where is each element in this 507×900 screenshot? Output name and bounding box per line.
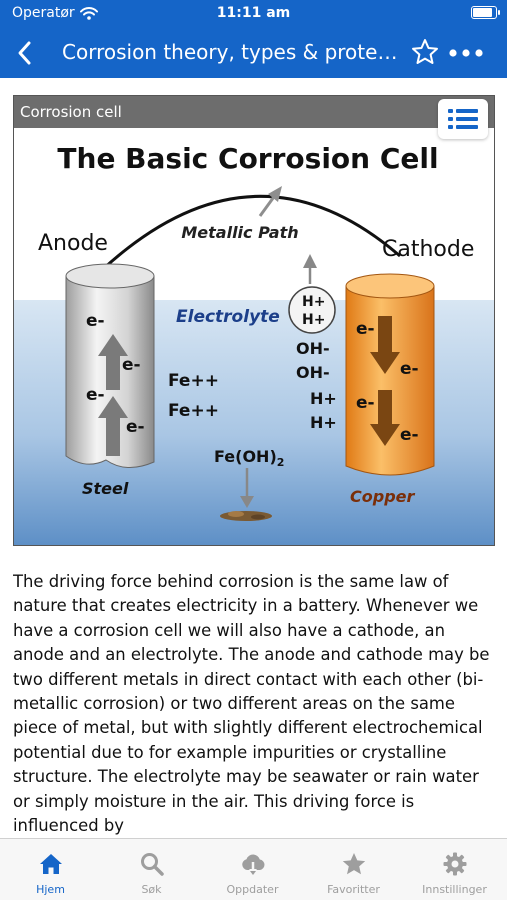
electron-flow-arrow [98,334,128,390]
hydrogen-ion-label: H+ [310,413,337,432]
tab-home[interactable]: Hjem [0,839,101,900]
anode-label: Anode [38,231,108,256]
electron-label: e- [400,425,419,445]
tab-label: Innstillinger [422,883,487,896]
precipitate-label: Fe(OH)2 [214,447,284,469]
tab-settings[interactable]: Innstillinger [404,839,505,900]
tab-label: Søk [141,883,162,896]
metallic-path-arrowhead [268,186,282,202]
article-body-text: The driving force behind corrosion is th… [13,572,490,836]
electron-flow-arrow [370,316,400,374]
precipitate-arrowhead [240,496,254,508]
navigation-bar: Corrosion theory, types & protec... [0,28,507,78]
electron-label: e- [356,319,375,339]
copper-label: Copper [350,487,415,506]
figure-caption: Corrosion cell [20,103,122,121]
tab-bar: Hjem Søk Oppdater Favoritter [0,838,507,900]
precipitate-formula: Fe(OH) [214,447,277,466]
page-title: Corrosion theory, types & protec... [62,40,402,64]
tab-search[interactable]: Søk [101,839,202,900]
star-icon [342,853,366,875]
status-bar: Operatør 11:11 am [0,0,507,28]
electron-flow-arrow [98,396,128,456]
hydrogen-ion-label: H+ [302,294,325,310]
iron-ion-label: Fe++ [168,371,219,391]
iron-ion-label: Fe++ [168,401,219,421]
corrosion-cell-diagram: The Basic Corrosion Cell Metallic Path A… [14,142,494,545]
battery-icon [471,6,500,19]
tab-label: Favoritter [327,883,380,896]
precipitate-subscript: 2 [277,456,285,469]
search-icon [141,853,164,876]
electron-label: e- [122,355,141,375]
cathode-label: Cathode [382,237,474,262]
hydrogen-ion-label: H+ [302,312,325,328]
tab-update[interactable]: Oppdater [202,839,303,900]
electron-label: e- [86,385,105,405]
cloud-download-icon [242,854,265,875]
electron-label: e- [86,311,105,331]
steel-label: Steel [82,479,129,498]
rust-deposit [220,511,272,521]
electrolyte-label: Electrolyte [176,307,280,327]
wifi-icon [79,6,98,20]
figure-caption-bar: Corrosion cell [14,96,494,128]
favorite-star-icon[interactable] [410,37,440,67]
table-of-contents-button[interactable] [438,99,488,139]
gear-icon [443,852,467,876]
carrier-label: Operatør [12,5,75,21]
diagram-title: The Basic Corrosion Cell [57,142,438,175]
tab-label: Oppdater [226,883,279,896]
electron-label: e- [356,393,375,413]
status-left: Operatør [12,5,98,21]
back-chevron-icon[interactable] [10,38,40,68]
figure-corrosion-cell: Corrosion cell [13,95,495,546]
hydroxide-label: OH- [296,339,330,358]
metallic-path-label: Metallic Path [181,223,298,242]
tab-favorites[interactable]: Favoritter [303,839,404,900]
electron-flow-arrow [370,390,400,446]
battery-fill [473,8,492,17]
metallic-path-arc [100,194,401,272]
more-options-icon[interactable] [448,40,484,66]
status-time: 11:11 am [216,5,291,21]
hydrogen-ion-label: H+ [310,389,337,408]
copper-cathode [345,273,435,476]
electron-label: e- [126,417,145,437]
home-icon [40,854,62,874]
tab-label: Hjem [36,883,65,896]
electron-label: e- [400,359,419,379]
hydrogen-arrowhead [303,254,317,268]
hydrogen-bubble [288,286,336,334]
hydroxide-label: OH- [296,363,330,382]
list-icon [448,109,478,129]
